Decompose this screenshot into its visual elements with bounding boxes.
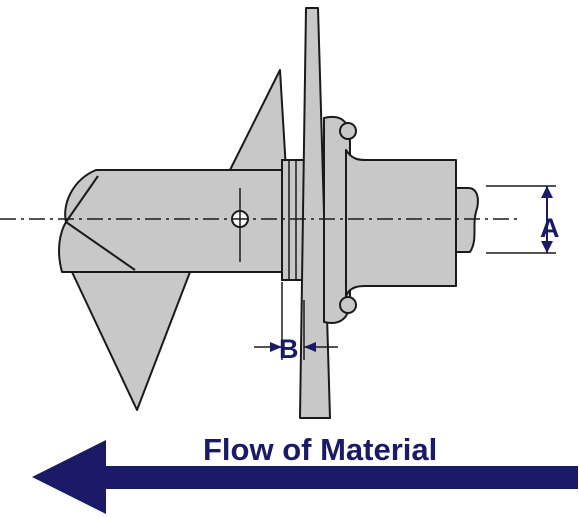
dimension-b: B: [254, 282, 338, 364]
wall-plate: [299, 7, 331, 419]
left-arrow-icon: [32, 440, 578, 514]
lower-blade: [71, 271, 191, 411]
dimension-a: A: [486, 185, 560, 254]
flow-label: Flow of Material: [203, 432, 437, 467]
dimension-a-label: A: [540, 213, 560, 243]
output-shaft: [455, 187, 479, 253]
shaft-tip-lines: [65, 175, 136, 271]
bearing-housing: [345, 149, 457, 297]
main-shaft: [58, 169, 291, 273]
flange-bolt-top: [339, 122, 357, 140]
spacer-collar: [281, 159, 305, 281]
upper-blade: [229, 69, 287, 171]
dimension-b-label: B: [279, 334, 299, 364]
flange-bolt-bottom: [339, 296, 357, 314]
